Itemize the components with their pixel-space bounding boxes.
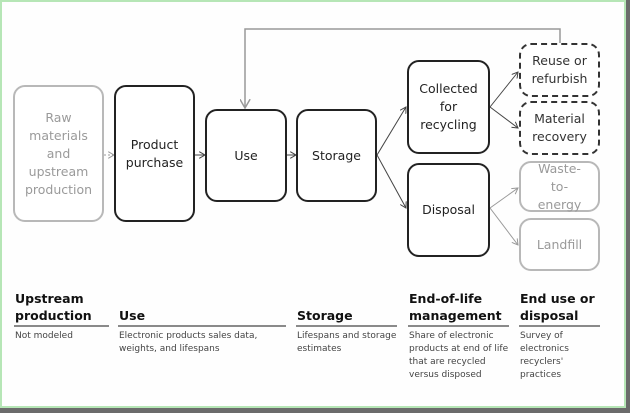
node-label: Use — [234, 147, 258, 163]
node-reuse-or-refurbish: Reuse or refurbish — [519, 43, 600, 97]
column-desc-use: Electronic products sales data, weights,… — [119, 331, 258, 354]
column-rule — [408, 325, 509, 327]
node-use: Use — [205, 109, 287, 202]
column-header-end-of-life: End-of-life management — [409, 291, 502, 323]
column-rule — [118, 325, 286, 327]
arrow-collected-to-material — [489, 106, 518, 128]
column-header-end-use: End use or disposal — [520, 291, 595, 323]
node-label: Material recovery — [532, 111, 587, 144]
arrow-disposal-to-landfill — [489, 207, 518, 245]
node-raw-materials: Raw materials and upstream production — [13, 85, 104, 222]
column-rule — [519, 325, 600, 327]
arrow-storage-to-collected — [376, 107, 406, 156]
arrow-collected-to-reuse — [489, 72, 518, 108]
column-rule — [296, 325, 397, 327]
column-desc-storage: Lifespans and storage estimates — [297, 331, 397, 354]
node-disposal: Disposal — [407, 163, 490, 257]
column-desc-end-of-life: Share of electronic products at end of l… — [409, 331, 509, 380]
node-storage: Storage — [296, 109, 377, 202]
arrow-disposal-to-waste — [489, 188, 518, 209]
node-label: Reuse or refurbish — [531, 53, 588, 86]
node-material-recovery: Material recovery — [519, 101, 600, 155]
node-landfill: Landfill — [519, 218, 600, 271]
column-header-upstream: Upstream production — [15, 291, 92, 323]
arrow-reuse-to-use — [245, 28, 561, 108]
column-desc-upstream: Not modeled — [15, 331, 73, 341]
node-waste-to-energy: Waste-to-energy — [519, 161, 600, 212]
column-header-storage: Storage — [297, 308, 353, 323]
node-collected-for-recycling: Collected for recycling — [407, 60, 490, 154]
arrow-storage-to-disposal — [376, 154, 406, 208]
column-rule — [14, 325, 109, 327]
column-desc-end-use: Survey of electronics recyclers' practic… — [520, 331, 569, 380]
node-product-purchase: Product purchase — [114, 85, 195, 222]
node-label: Collected for recycling — [419, 81, 478, 132]
column-header-use: Use — [119, 308, 146, 323]
node-label: Disposal — [422, 202, 475, 217]
node-label: Product purchase — [125, 136, 184, 170]
node-label: Landfill — [536, 236, 583, 252]
node-label: Storage — [312, 147, 361, 163]
node-label: Raw materials and upstream production — [24, 109, 93, 197]
node-label: Waste-to-energy — [537, 160, 582, 212]
